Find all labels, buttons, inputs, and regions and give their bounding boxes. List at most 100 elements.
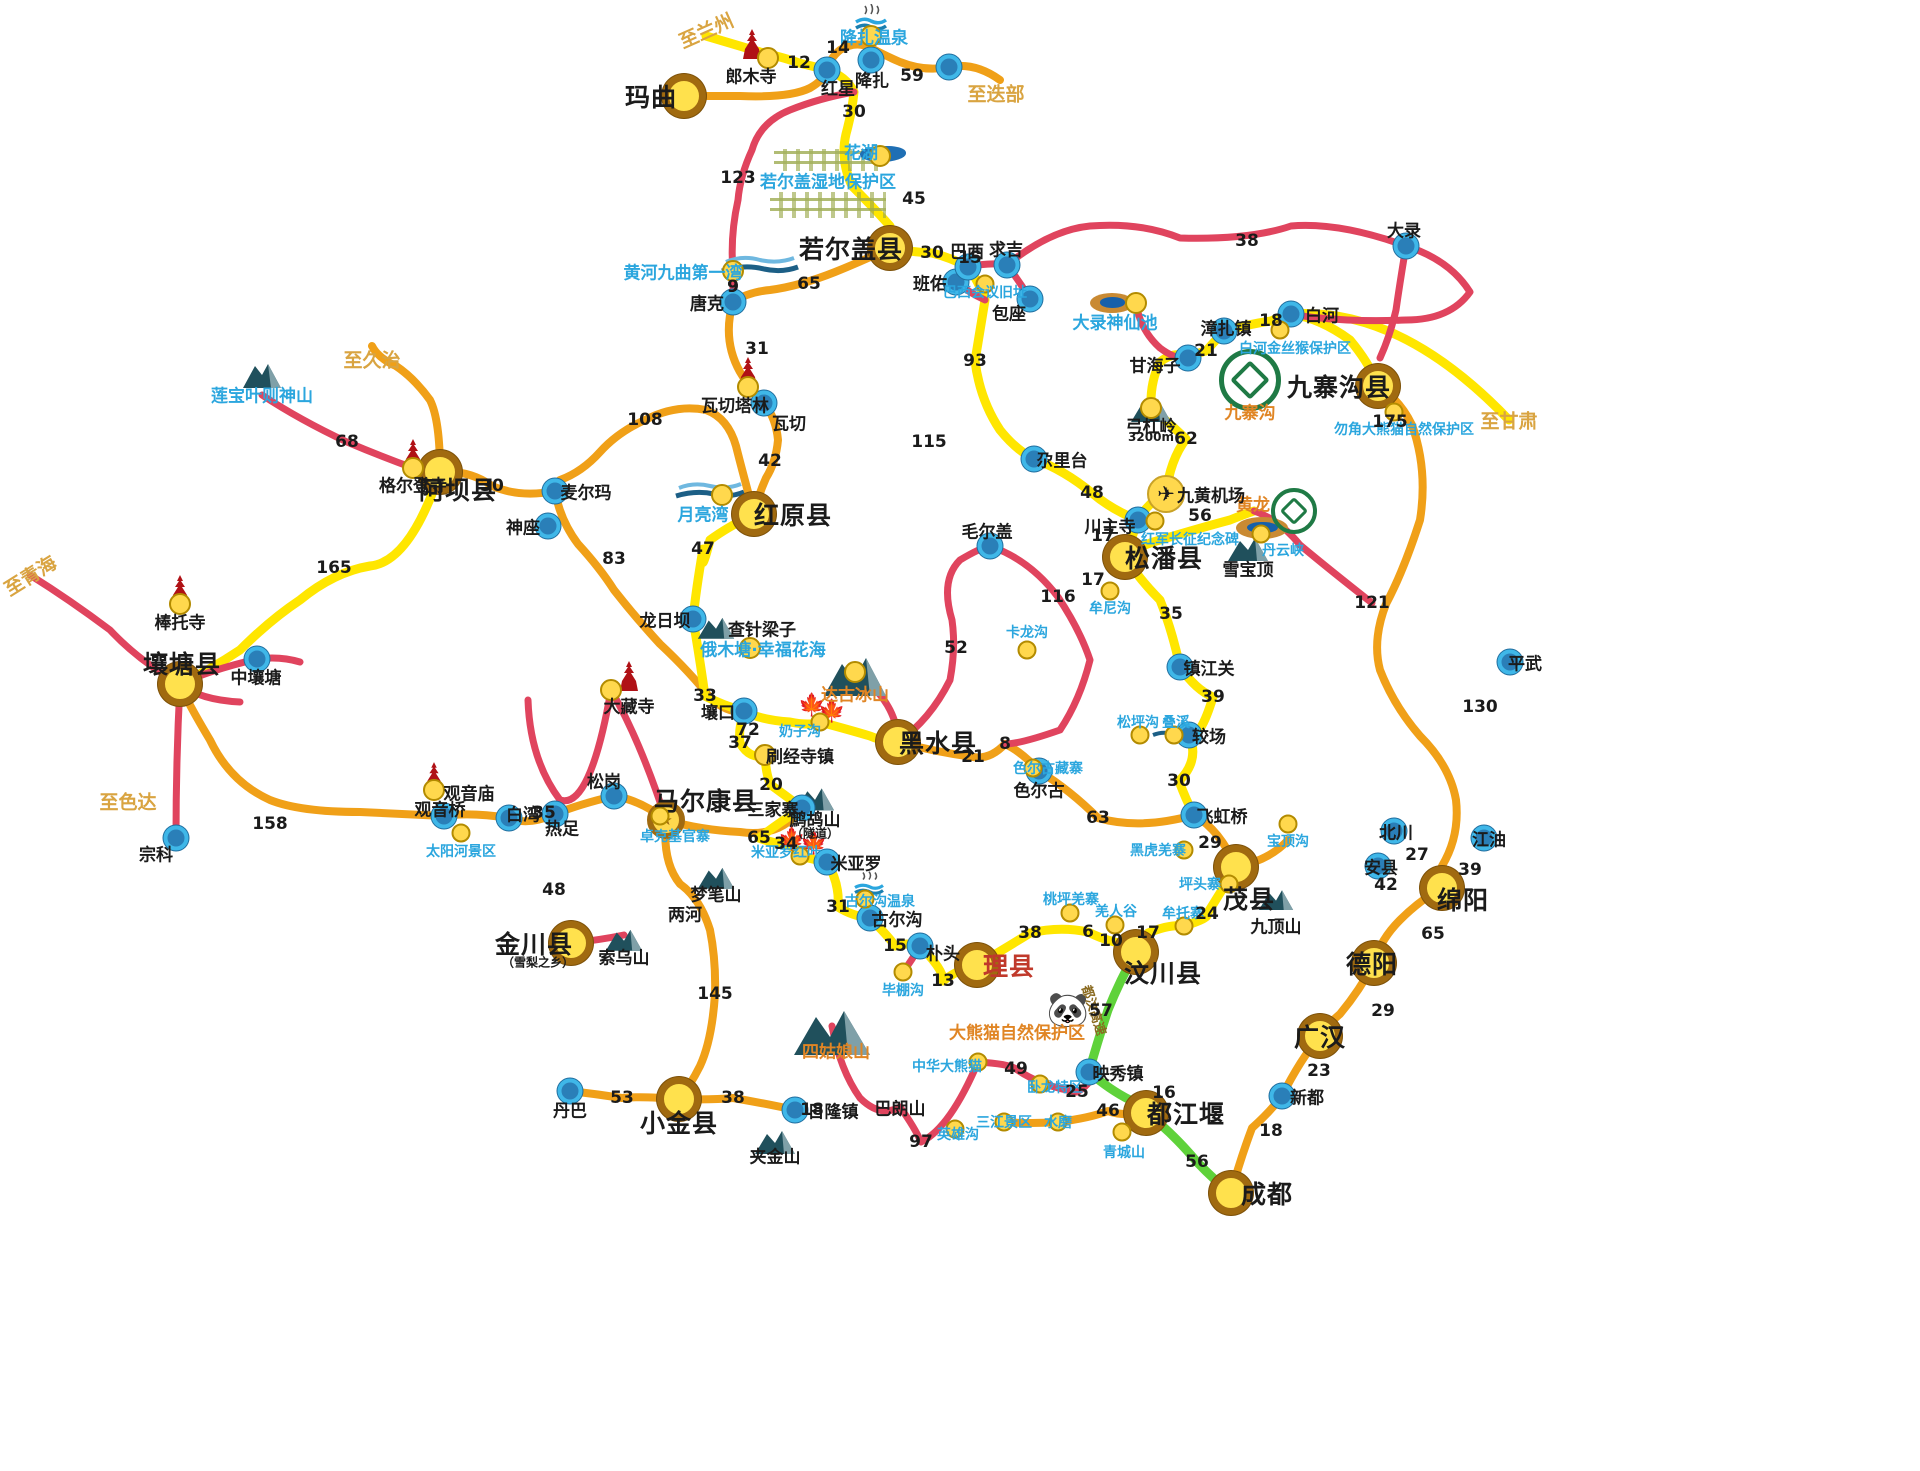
- town-node-shenzuo[interactable]: [535, 513, 561, 539]
- town-node-miyaluo[interactable]: [814, 849, 840, 875]
- scenic-node-mounigou[interactable]: [1100, 581, 1120, 601]
- town-node-dalu[interactable]: [1393, 233, 1419, 259]
- scenic-node-emutang[interactable]: [739, 637, 761, 659]
- scenic-node-bangtuosi[interactable]: [169, 593, 191, 615]
- scenic-node-gonggangling[interactable]: [1140, 397, 1162, 419]
- scenic-node-dazangsi[interactable]: [600, 679, 622, 701]
- town-node-guergou[interactable]: [857, 905, 883, 931]
- city-node-abaxian[interactable]: [418, 450, 462, 494]
- scenic-node-yueliangwan[interactable]: [711, 484, 733, 506]
- expressway: [1084, 947, 1236, 1198]
- scenic-node-baxi-meeting[interactable]: [975, 274, 995, 294]
- town-node-zongke[interactable]: [163, 825, 189, 851]
- scenic-node-gerdengsi[interactable]: [402, 457, 424, 479]
- city-node-hongyuan[interactable]: [732, 492, 776, 536]
- scenic-node-zhonghua-panda[interactable]: [968, 1052, 988, 1072]
- scenic-node-qingchengshan[interactable]: [1112, 1122, 1132, 1142]
- town-node-duolitai[interactable]: [1021, 446, 1047, 472]
- scenic-node-mutuozhai[interactable]: [1174, 916, 1194, 936]
- town-node-hongxing[interactable]: [814, 57, 840, 83]
- town-node-jiangyou[interactable]: [1471, 825, 1497, 851]
- town-node-xindu[interactable]: [1269, 1083, 1295, 1109]
- town-node-zhangzha[interactable]: [1211, 318, 1237, 344]
- city-node-heishui[interactable]: [876, 720, 920, 764]
- scenic-node-waqietalin[interactable]: [737, 376, 759, 398]
- scenic-node-zhuokeji[interactable]: [650, 806, 670, 826]
- scenic-node-langmusi[interactable]: [757, 47, 779, 69]
- city-node-jiuzhaigou[interactable]: [1356, 364, 1400, 408]
- town-node-sanjiazhai[interactable]: [789, 795, 815, 821]
- town-node-zhenjiangguan[interactable]: [1167, 654, 1193, 680]
- scenic-node-sanjiang[interactable]: [994, 1112, 1014, 1132]
- town-node-rilongzhen[interactable]: [782, 1097, 808, 1123]
- town-node-qiuji[interactable]: [994, 252, 1020, 278]
- scenic-node-kalonggou[interactable]: [1017, 640, 1037, 660]
- scenic-node-yingxionggou[interactable]: [945, 1119, 965, 1139]
- scenic-node-wolong[interactable]: [1030, 1074, 1050, 1094]
- town-node-songgang[interactable]: [601, 783, 627, 809]
- town-node-baxi[interactable]: [955, 254, 981, 280]
- city-node-jinchuan[interactable]: [549, 921, 593, 965]
- scenic-node-miyaluo-hongye[interactable]: [790, 846, 810, 866]
- scenic-node-pingtouzhai[interactable]: [1219, 874, 1239, 894]
- town-node-rezu[interactable]: [542, 801, 568, 827]
- town-node-yingxiu[interactable]: [1076, 1059, 1102, 1085]
- scenic-node-huahu[interactable]: [869, 145, 891, 167]
- scenic-node-diexi[interactable]: [1164, 725, 1184, 745]
- city-node-maqu[interactable]: [662, 74, 706, 118]
- town-node-ganhaizi[interactable]: [1175, 345, 1201, 371]
- scenic-node-jiangzha-spring[interactable]: [860, 25, 882, 47]
- scenic-node-huanghejiuqu[interactable]: [722, 260, 744, 282]
- scenic-node-daluchi[interactable]: [1125, 292, 1147, 314]
- town-node-feihongqiao[interactable]: [1181, 802, 1207, 828]
- town-node-beichuan[interactable]: [1381, 818, 1407, 844]
- scenic-node-baihe-monkey[interactable]: [1270, 320, 1290, 340]
- town-node-guanyinqiao[interactable]: [431, 803, 457, 829]
- town-node-baozuo[interactable]: [1017, 286, 1043, 312]
- scenic-node-naizigou[interactable]: [810, 712, 830, 732]
- city-node-rangtang[interactable]: [158, 662, 202, 706]
- city-node-songpan[interactable]: [1103, 535, 1147, 579]
- town-node-maoergai[interactable]: [977, 533, 1003, 559]
- city-node-dujiangyan[interactable]: [1124, 1091, 1168, 1135]
- city-node-deyang[interactable]: [1352, 941, 1396, 985]
- city-node-chengdu[interactable]: [1209, 1171, 1253, 1215]
- town-node-putou[interactable]: [907, 933, 933, 959]
- scenic-node-heihu-qiangzhai[interactable]: [1174, 840, 1194, 860]
- scenic-node-baodinggou[interactable]: [1278, 814, 1298, 834]
- city-node-mianyang[interactable]: [1420, 866, 1464, 910]
- scenic-node-seerguo-zhai[interactable]: [1023, 758, 1043, 778]
- scenic-node-guergou-spring[interactable]: [855, 889, 875, 909]
- town-node-jiangzha[interactable]: [858, 47, 884, 73]
- scenic-node-danyunxia[interactable]: [1251, 524, 1271, 544]
- scenic-node-shuajingsi[interactable]: [754, 744, 776, 766]
- town-node-baiwan[interactable]: [496, 805, 522, 831]
- town-node-tangke[interactable]: [720, 289, 746, 315]
- scenic-node-songpinggou[interactable]: [1130, 725, 1150, 745]
- maple-icon-naizigou-1: 🍁: [798, 693, 826, 718]
- city-node-ruoergai[interactable]: [868, 226, 912, 270]
- town-node-dieb-town[interactable]: [936, 54, 962, 80]
- town-node-maierma[interactable]: [542, 478, 568, 504]
- scenic-node-hongjun-bei[interactable]: [1145, 511, 1165, 531]
- scenic-node-wujiao-panda[interactable]: [1384, 402, 1404, 422]
- town-node-danba[interactable]: [557, 1078, 583, 1104]
- scenic-node-guanyinmiao[interactable]: [423, 779, 445, 801]
- city-node-xiaojin[interactable]: [657, 1077, 701, 1121]
- city-node-li[interactable]: [955, 943, 999, 987]
- town-node-longriba[interactable]: [680, 606, 706, 632]
- scenic-node-bipenggou[interactable]: [893, 962, 913, 982]
- town-node-zhongrangtang[interactable]: [244, 646, 270, 672]
- town-node-anxian[interactable]: [1365, 853, 1391, 879]
- scenic-node-taopingzhai[interactable]: [1060, 903, 1080, 923]
- town-node-pingwu[interactable]: [1497, 649, 1523, 675]
- city-node-guanghan[interactable]: [1298, 1014, 1342, 1058]
- scenic-node-shuimo[interactable]: [1048, 1112, 1068, 1132]
- panda-icon-reserve: 🐼: [1046, 990, 1090, 1030]
- national-roads: [175, 31, 1514, 986]
- city-node-wenchuan[interactable]: [1114, 930, 1158, 974]
- scenic-node-dagubingshan[interactable]: [844, 661, 866, 683]
- scenic-node-taiyanghe[interactable]: [451, 823, 471, 843]
- scenic-node-qiangrengu[interactable]: [1105, 915, 1125, 935]
- town-node-rangkou[interactable]: [731, 698, 757, 724]
